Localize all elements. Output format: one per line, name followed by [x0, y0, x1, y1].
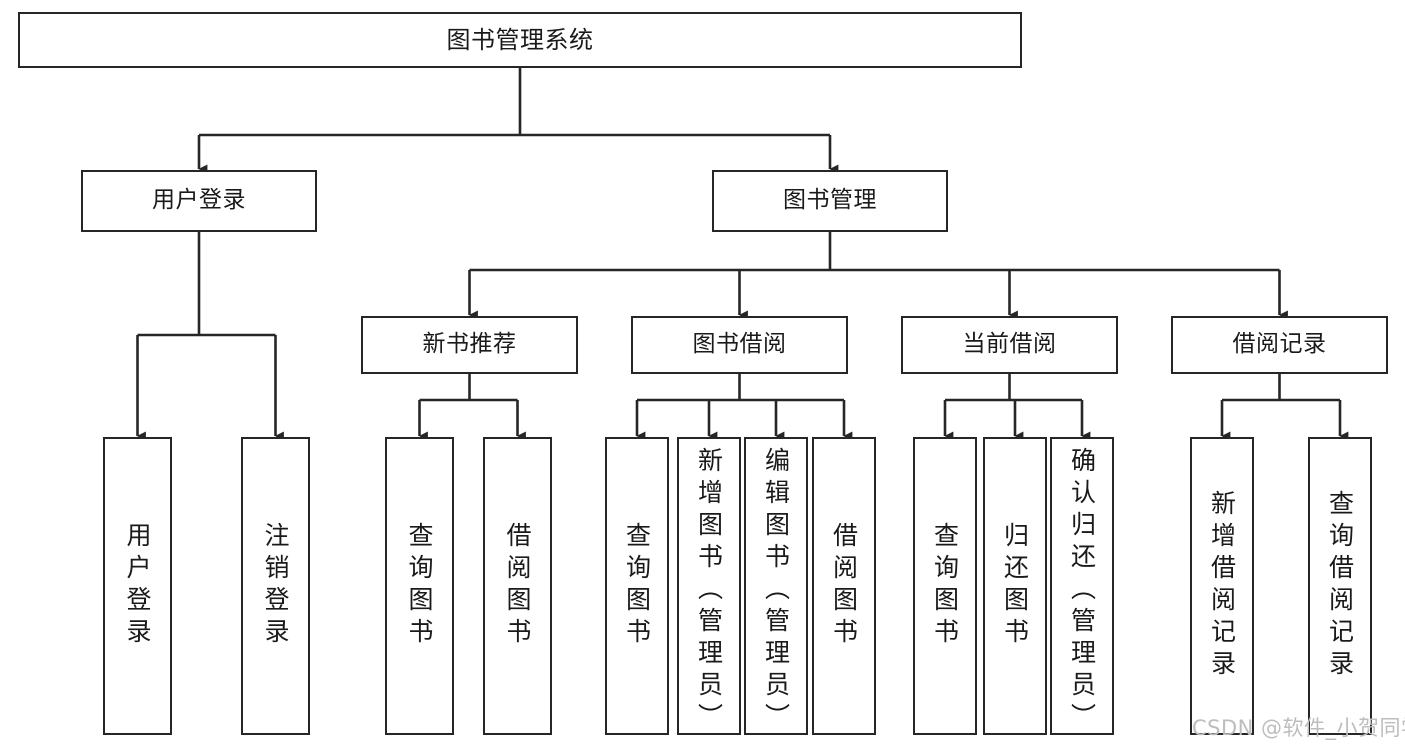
node-leaf-rec-add[interactable]: 新增借阅记录 [1190, 437, 1254, 735]
node-label: 当前借阅 [962, 331, 1057, 358]
node-label: 图书管理系统 [446, 25, 594, 54]
node-leaf-rec-query[interactable]: 查询借阅记录 [1308, 437, 1372, 735]
node-borrow[interactable]: 图书借阅 [631, 316, 848, 374]
node-label: 借阅图书 [829, 522, 859, 650]
node-label: 新增图书（管理员） [694, 447, 724, 735]
node-leaf-br-edit[interactable]: 编辑图书（管理员） [744, 437, 808, 735]
node-leaf-br-add[interactable]: 新增图书（管理员） [677, 437, 741, 735]
node-current[interactable]: 当前借阅 [901, 316, 1118, 374]
node-leaf-nb-borrow[interactable]: 借阅图书 [483, 437, 552, 735]
node-leaf-user-logout[interactable]: 注销登录 [241, 437, 310, 735]
node-label: 查询图书 [622, 522, 652, 650]
node-label: 编辑图书（管理员） [761, 447, 791, 735]
node-label: 图书管理 [783, 187, 877, 214]
node-label: 用户登录 [123, 522, 152, 650]
node-label: 借阅记录 [1232, 331, 1327, 358]
node-bookmgmt[interactable]: 图书管理 [712, 170, 948, 232]
node-root[interactable]: 图书管理系统 [18, 12, 1022, 68]
node-label: 查询借阅记录 [1325, 490, 1355, 682]
node-label: 图书借阅 [692, 331, 787, 358]
node-label: 新书推荐 [422, 331, 517, 358]
node-leaf-nb-query[interactable]: 查询图书 [385, 437, 454, 735]
edge-group [136, 68, 1349, 441]
node-login[interactable]: 用户登录 [81, 170, 317, 232]
node-leaf-user-login[interactable]: 用户登录 [103, 437, 172, 735]
node-label: 用户登录 [152, 187, 246, 214]
node-records[interactable]: 借阅记录 [1171, 316, 1388, 374]
node-leaf-cu-return[interactable]: 归还图书 [983, 437, 1047, 735]
node-newbook[interactable]: 新书推荐 [361, 316, 578, 374]
node-leaf-br-lend[interactable]: 借阅图书 [812, 437, 876, 735]
node-label: 注销登录 [261, 522, 290, 650]
node-label: 查询图书 [930, 522, 960, 650]
node-label: 新增借阅记录 [1207, 490, 1237, 682]
node-label: 确认归还（管理员） [1067, 447, 1097, 735]
node-label: 借阅图书 [503, 522, 532, 650]
node-leaf-br-query[interactable]: 查询图书 [605, 437, 669, 735]
node-label: 归还图书 [1000, 522, 1030, 650]
node-label: 查询图书 [405, 522, 434, 650]
node-leaf-cu-query[interactable]: 查询图书 [913, 437, 977, 735]
node-leaf-cu-confirm[interactable]: 确认归还（管理员） [1050, 437, 1114, 735]
